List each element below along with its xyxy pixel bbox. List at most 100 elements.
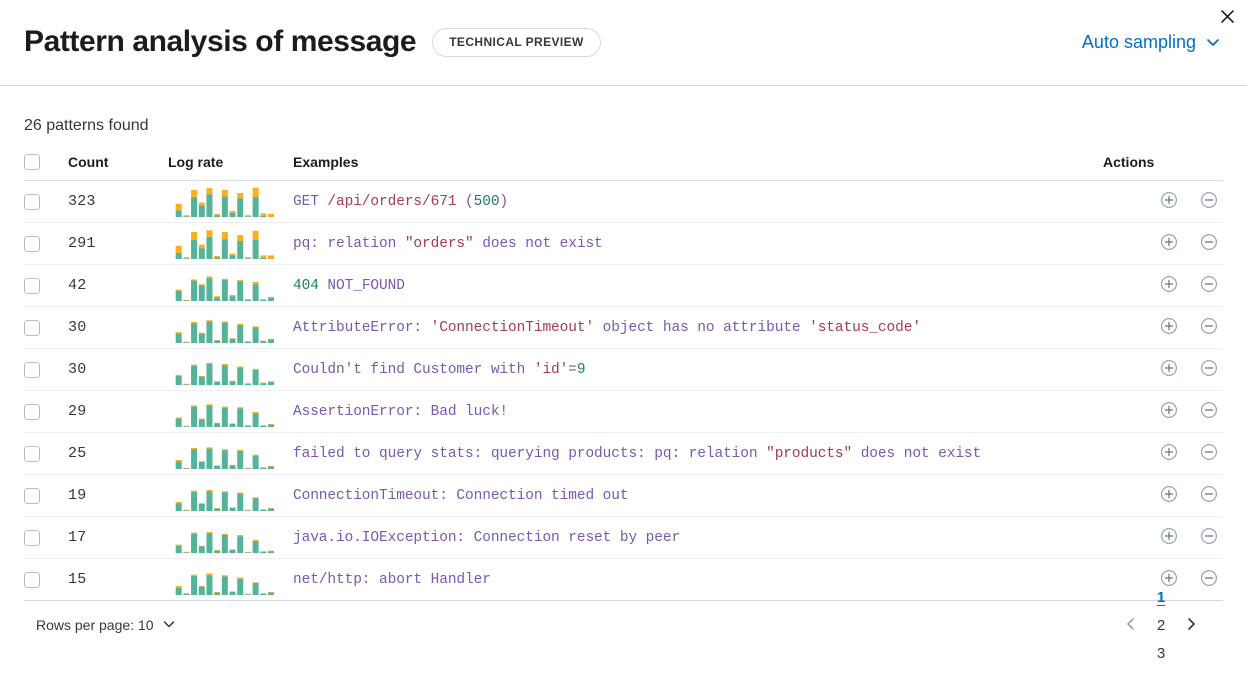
- row-checkbox[interactable]: [24, 403, 40, 420]
- filter-out-value-button[interactable]: [1195, 188, 1223, 216]
- filter-for-value-button[interactable]: [1155, 230, 1183, 258]
- table-row[interactable]: 19 ConnectionTimeout: Connection timed ou…: [24, 474, 1223, 517]
- row-select-cell: [24, 432, 68, 475]
- column-header-count[interactable]: Count: [68, 146, 168, 181]
- table-row[interactable]: 29 AssertionError: Bad luck!: [24, 390, 1223, 433]
- example-token: pq: relation: [293, 235, 405, 252]
- example-token: object has no attribute: [594, 319, 810, 336]
- filter-out-value-button[interactable]: [1195, 356, 1223, 384]
- filter-out-value-button[interactable]: [1195, 524, 1223, 552]
- row-checkbox[interactable]: [24, 445, 40, 462]
- example-token: ): [499, 193, 509, 210]
- table-row[interactable]: 17 java.io.IOException: Connection reset …: [24, 516, 1223, 559]
- filter-out-value-button[interactable]: [1195, 440, 1223, 468]
- row-checkbox[interactable]: [24, 529, 40, 546]
- example-token: 'status_code': [809, 319, 921, 336]
- row-log-rate-sparkline: [168, 390, 293, 433]
- column-header-log-rate[interactable]: Log rate: [168, 146, 293, 181]
- row-example: GET /api/orders/671 (500): [293, 180, 1103, 223]
- row-checkbox[interactable]: [24, 361, 40, 378]
- technical-preview-badge[interactable]: TECHNICAL PREVIEW: [432, 27, 601, 57]
- example-token: =: [568, 361, 577, 378]
- row-checkbox[interactable]: [24, 235, 40, 252]
- example-token: /api/orders/671: [327, 193, 457, 210]
- filter-for-value-button[interactable]: [1155, 314, 1183, 342]
- row-actions: [1103, 222, 1223, 265]
- filter-for-value-button[interactable]: [1155, 440, 1183, 468]
- row-actions: [1103, 264, 1223, 307]
- next-page-button[interactable]: [1177, 611, 1205, 639]
- row-log-rate-sparkline: [168, 222, 293, 265]
- plus-in-circle-icon: [1160, 359, 1178, 380]
- example-token: "orders": [404, 235, 474, 252]
- sampling-label: Auto sampling: [1081, 31, 1196, 52]
- example-token: GET: [293, 193, 328, 210]
- close-icon: [1220, 9, 1235, 24]
- rows-per-page-selector[interactable]: Rows per page: 10: [36, 616, 177, 635]
- row-checkbox[interactable]: [24, 193, 40, 210]
- filter-for-value-button[interactable]: [1155, 356, 1183, 384]
- page-button-1[interactable]: 1: [1147, 583, 1175, 611]
- sampling-selector[interactable]: Auto sampling: [1082, 32, 1223, 53]
- minus-in-circle-icon: [1200, 401, 1218, 422]
- page-button-3[interactable]: 3: [1147, 639, 1175, 667]
- example-token: ConnectionTimeout: Connection timed out: [293, 487, 629, 504]
- plus-in-circle-icon: [1160, 443, 1178, 464]
- row-checkbox[interactable]: [24, 277, 40, 294]
- filter-for-value-button[interactable]: [1155, 188, 1183, 216]
- filter-for-value-button[interactable]: [1155, 524, 1183, 552]
- row-log-rate-sparkline: [168, 474, 293, 517]
- filter-for-value-button[interactable]: [1155, 566, 1183, 594]
- row-example: java.io.IOException: Connection reset by…: [293, 516, 1103, 559]
- filter-for-value-button[interactable]: [1155, 482, 1183, 510]
- filter-for-value-button[interactable]: [1155, 272, 1183, 300]
- row-count: 15: [68, 558, 168, 601]
- flyout-header: Pattern analysis of message TECHNICAL PR…: [0, 0, 1247, 86]
- row-checkbox[interactable]: [24, 487, 40, 504]
- chevron-down-icon: [161, 616, 177, 635]
- filter-out-value-button[interactable]: [1195, 230, 1223, 258]
- plus-in-circle-icon: [1160, 401, 1178, 422]
- page-button-2[interactable]: 2: [1147, 611, 1175, 639]
- rows-per-page-label: Rows per page: 10: [36, 617, 154, 633]
- select-all-checkbox[interactable]: [24, 154, 40, 170]
- row-actions: [1103, 474, 1223, 517]
- example-token: "products": [766, 445, 853, 462]
- example-token: (: [456, 193, 474, 210]
- example-token: failed to query stats: querying products…: [293, 445, 767, 462]
- example-token: NOT_FOUND: [318, 277, 405, 294]
- filter-out-value-button[interactable]: [1195, 566, 1223, 594]
- filter-out-value-button[interactable]: [1195, 398, 1223, 426]
- previous-page-button[interactable]: [1117, 611, 1145, 639]
- row-checkbox[interactable]: [24, 319, 40, 336]
- select-all-header: [24, 146, 68, 181]
- row-count: 30: [68, 348, 168, 391]
- row-checkbox[interactable]: [24, 571, 40, 588]
- filter-for-value-button[interactable]: [1155, 398, 1183, 426]
- plus-in-circle-icon: [1160, 275, 1178, 296]
- column-header-examples[interactable]: Examples: [293, 146, 1103, 181]
- row-actions: [1103, 348, 1223, 391]
- filter-out-value-button[interactable]: [1195, 314, 1223, 342]
- close-button[interactable]: [1214, 3, 1240, 29]
- filter-out-value-button[interactable]: [1195, 482, 1223, 510]
- row-example: AssertionError: Bad luck!: [293, 390, 1103, 433]
- row-count: 29: [68, 390, 168, 433]
- row-count: 19: [68, 474, 168, 517]
- row-example: AttributeError: 'ConnectionTimeout' obje…: [293, 306, 1103, 349]
- row-log-rate-sparkline: [168, 432, 293, 475]
- row-select-cell: [24, 264, 68, 307]
- row-count: 17: [68, 516, 168, 559]
- filter-out-value-button[interactable]: [1195, 272, 1223, 300]
